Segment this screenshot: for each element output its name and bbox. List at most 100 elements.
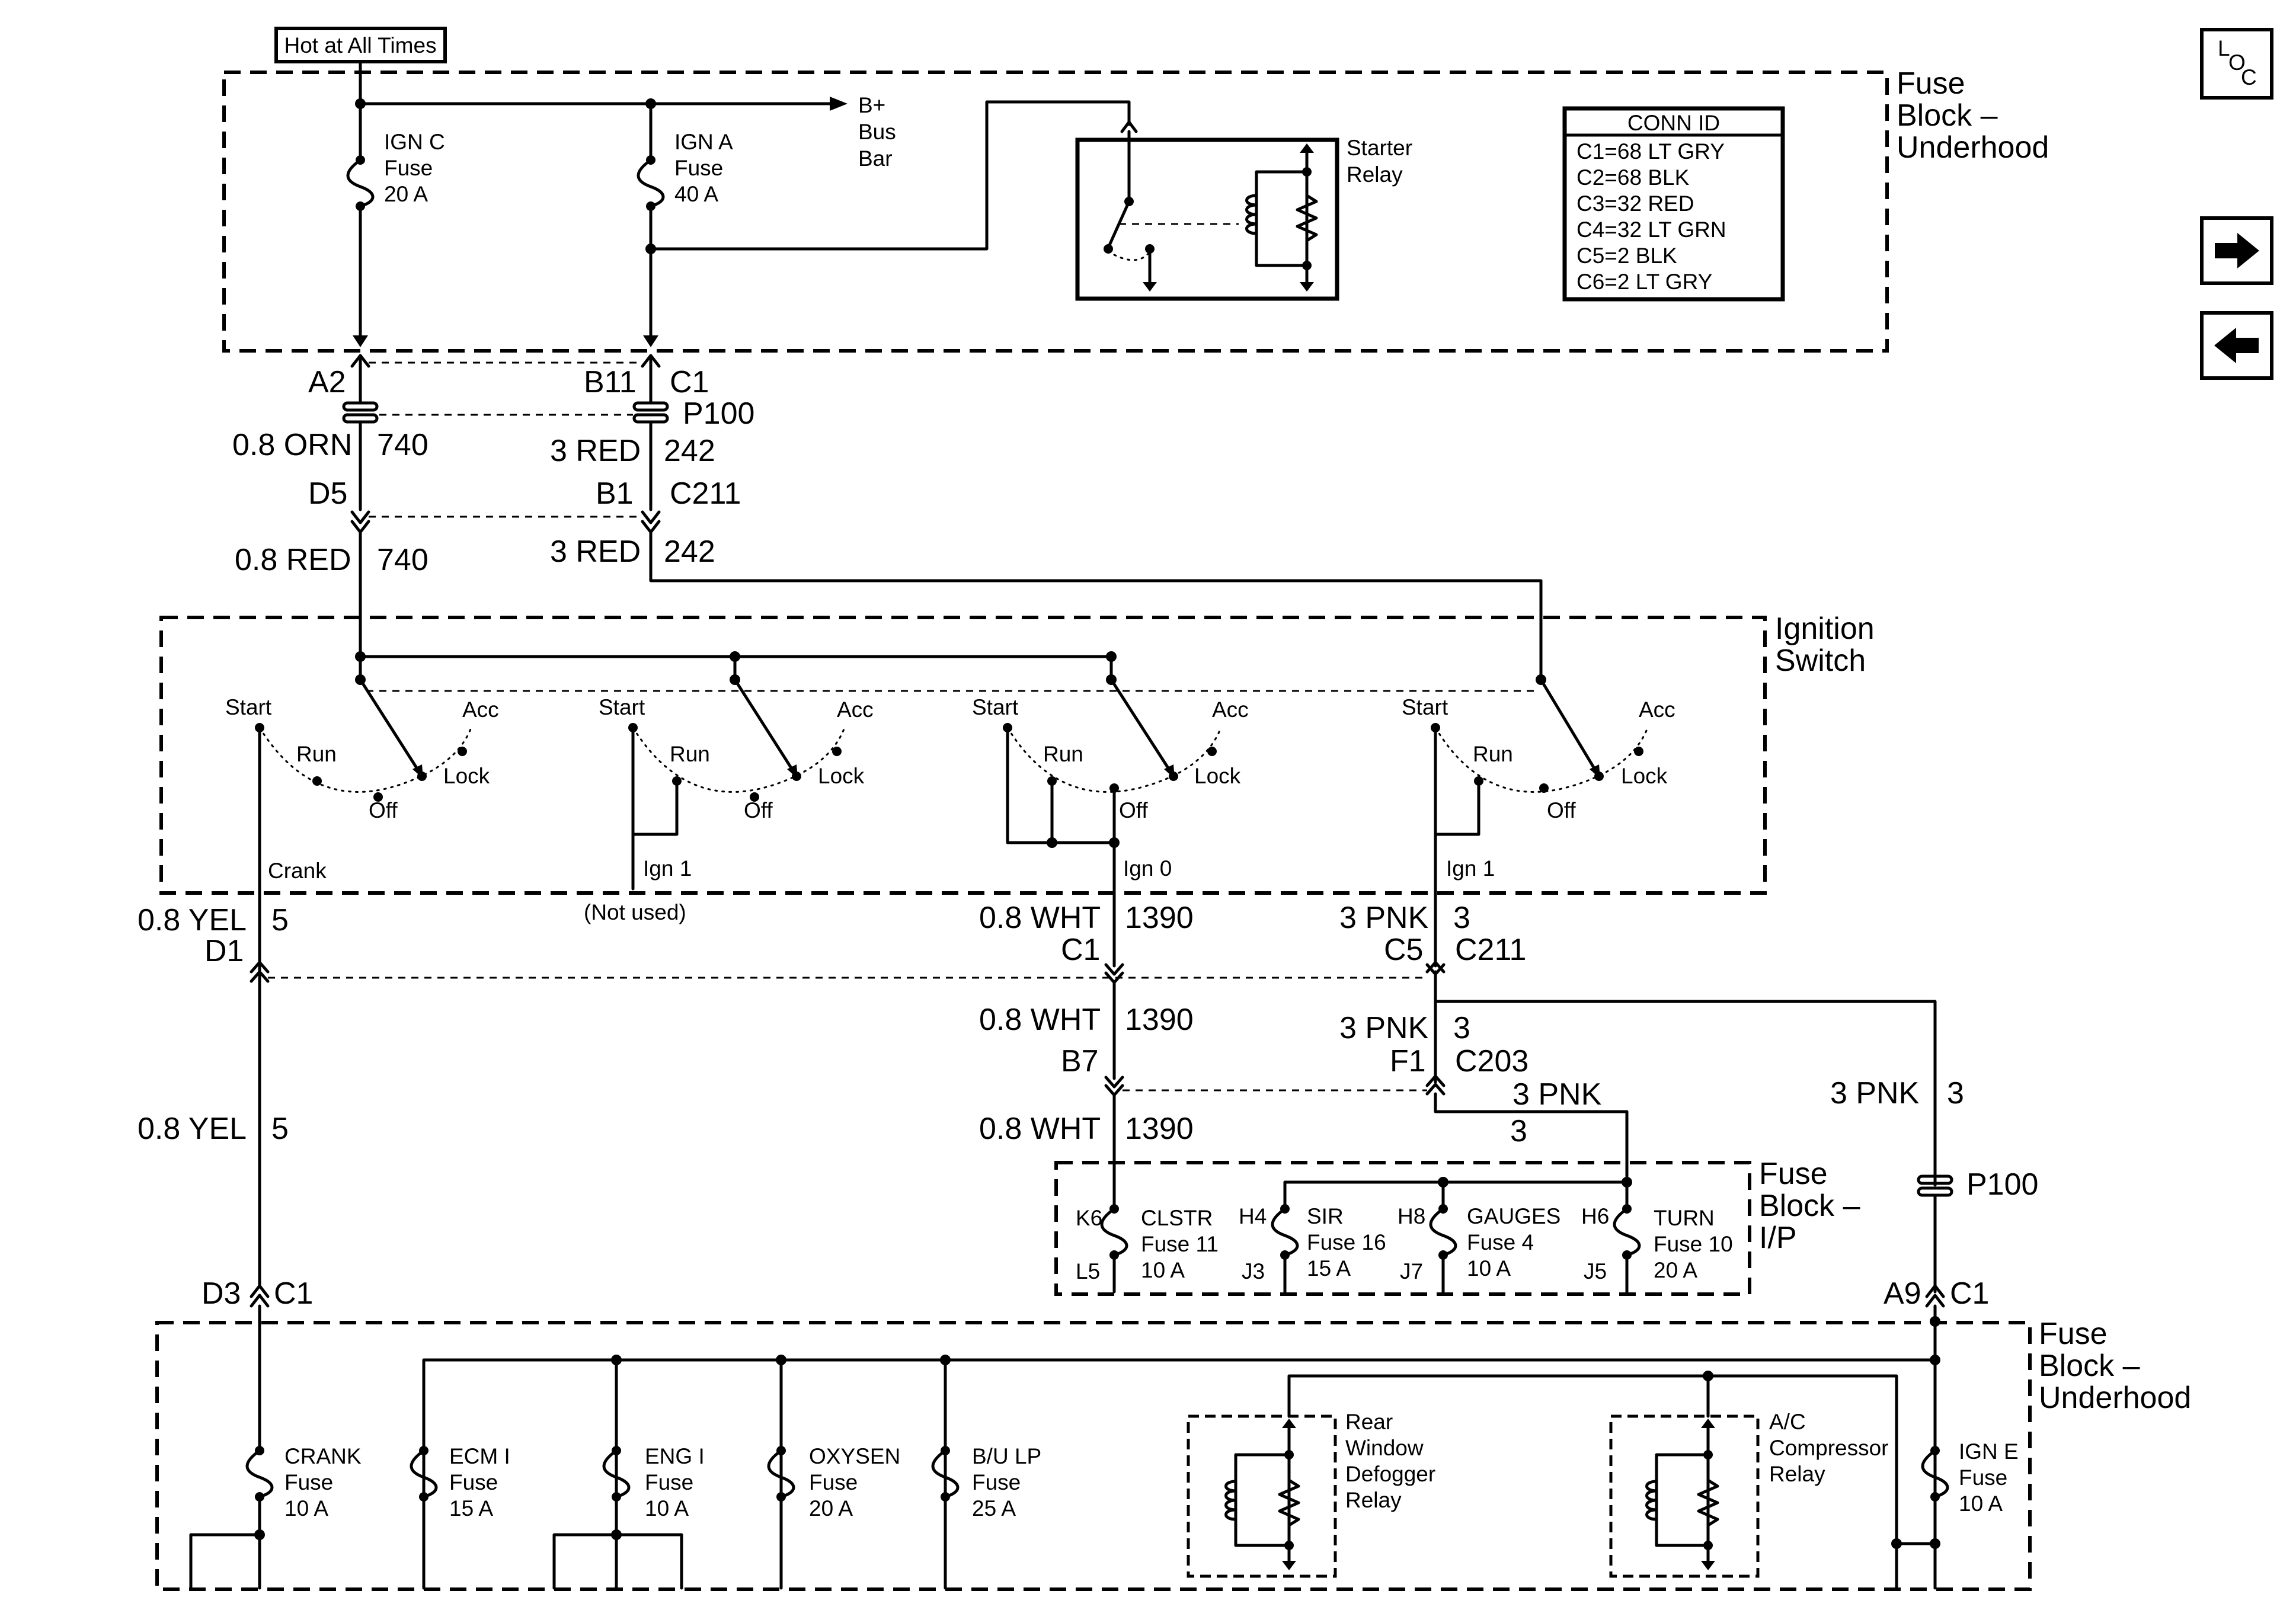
- connector-a2-b11: A2 B11 C1: [308, 354, 709, 405]
- svg-text:Fuse 4: Fuse 4: [1467, 1230, 1534, 1254]
- svg-text:15 A: 15 A: [449, 1496, 493, 1521]
- svg-text:Ign 1: Ign 1: [1446, 856, 1495, 881]
- conn-id-row: C5=2 BLK: [1576, 244, 1677, 268]
- conn-id-row: C6=2 LT GRY: [1576, 270, 1712, 294]
- svg-text:Acc: Acc: [837, 697, 874, 722]
- ecm-i-fuse: ECM I Fuse 15 A: [410, 1444, 510, 1521]
- svg-text:3: 3: [1453, 901, 1470, 935]
- svg-text:15 A: 15 A: [1307, 1256, 1351, 1281]
- svg-text:Relay: Relay: [1347, 162, 1403, 187]
- loc-button[interactable]: L O C: [2200, 28, 2273, 100]
- turn-fuse: H6 J5 TURN Fuse 10 20 A: [1581, 1180, 1733, 1294]
- svg-text:Bar: Bar: [858, 146, 893, 171]
- svg-text:Ignition: Ignition: [1775, 612, 1875, 646]
- svg-text:0.8 ORN: 0.8 ORN: [232, 428, 352, 462]
- conn-id-row: C1=68 LT GRY: [1576, 139, 1725, 164]
- svg-text:10 A: 10 A: [1141, 1258, 1185, 1282]
- svg-text:Switch: Switch: [1775, 644, 1866, 678]
- svg-text:Run: Run: [1473, 742, 1513, 766]
- ign-e-fuse: IGN E Fuse 10 A: [1921, 1439, 2019, 1516]
- svg-text:Starter: Starter: [1347, 136, 1412, 160]
- svg-text:Acc: Acc: [1639, 697, 1675, 722]
- svg-text:O: O: [2228, 50, 2246, 75]
- svg-text:Block –: Block –: [1759, 1189, 1860, 1223]
- svg-text:Block –: Block –: [2039, 1349, 2140, 1383]
- svg-text:J3: J3: [1242, 1259, 1265, 1283]
- fuse-block-ip: Fuse Block – I/P K6 L5 CLSTR Fuse 11 10 …: [1054, 1157, 1860, 1296]
- svg-text:H4: H4: [1239, 1204, 1267, 1228]
- svg-text:Off: Off: [1547, 798, 1576, 822]
- conn-id-row: C3=32 RED: [1576, 191, 1694, 216]
- svg-text:5: 5: [271, 903, 289, 937]
- ac-compressor-relay: A/C Compressor Relay: [1609, 1374, 1889, 1578]
- svg-text:ECM I: ECM I: [449, 1444, 510, 1468]
- svg-text:IGN A: IGN A: [674, 130, 733, 154]
- svg-text:B1: B1: [596, 476, 634, 511]
- svg-text:Window: Window: [1345, 1436, 1424, 1460]
- conn-id-row: C4=32 LT GRN: [1576, 217, 1726, 242]
- splice-p100-top: P100: [342, 396, 754, 431]
- svg-text:TURN: TURN: [1654, 1206, 1715, 1230]
- svg-text:D3: D3: [202, 1276, 241, 1311]
- svg-text:242: 242: [664, 434, 715, 468]
- svg-text:D1: D1: [204, 934, 244, 968]
- svg-text:20 A: 20 A: [809, 1496, 853, 1521]
- ign-c-fuse: IGN C Fuse 20 A: [384, 130, 445, 206]
- connector-d5-b1: [350, 510, 661, 534]
- svg-text:Ign 1: Ign 1: [643, 856, 692, 881]
- block-label-line1: Fuse: [1897, 66, 1965, 101]
- svg-text:40 A: 40 A: [674, 182, 718, 206]
- svg-text:10 A: 10 A: [1959, 1491, 2003, 1516]
- switch-section-2: Start Run Off Lock Acc Ign 1: [599, 674, 874, 891]
- svg-text:0.8 WHT: 0.8 WHT: [979, 901, 1101, 935]
- svg-text:A2: A2: [308, 365, 346, 399]
- svg-text:0.8 WHT: 0.8 WHT: [979, 1003, 1101, 1037]
- ignition-switch: Ignition Switch Start Run Off Lock Acc C…: [159, 612, 1875, 980]
- svg-text:Fuse: Fuse: [972, 1470, 1021, 1494]
- svg-text:0.8 YEL: 0.8 YEL: [137, 903, 247, 937]
- svg-text:3: 3: [1453, 1011, 1470, 1045]
- svg-text:3 PNK: 3 PNK: [1512, 1077, 1602, 1112]
- svg-text:10 A: 10 A: [645, 1496, 689, 1521]
- svg-text:Run: Run: [296, 742, 337, 766]
- svg-text:C1: C1: [670, 365, 709, 399]
- svg-text:C211: C211: [1455, 933, 1526, 967]
- svg-text:Defogger: Defogger: [1345, 1462, 1435, 1486]
- next-button[interactable]: [2200, 216, 2273, 285]
- connector-c203: [1104, 1074, 1446, 1097]
- svg-text:B11: B11: [584, 365, 637, 399]
- svg-text:20 A: 20 A: [1654, 1258, 1697, 1282]
- arrow-right-icon: [2215, 233, 2259, 268]
- svg-text:Relay: Relay: [1769, 1462, 1825, 1486]
- svg-text:Off: Off: [744, 798, 773, 822]
- svg-text:Fuse: Fuse: [449, 1470, 498, 1494]
- loc-icon: L: [2218, 36, 2230, 60]
- hot-at-all-times-label: Hot at All Times: [284, 33, 436, 57]
- svg-text:A/C: A/C: [1769, 1410, 1806, 1434]
- svg-text:CLSTR: CLSTR: [1141, 1206, 1213, 1230]
- connector-c1-bottom: [250, 1284, 1945, 1308]
- svg-text:0.8 RED: 0.8 RED: [235, 543, 351, 577]
- svg-text:Lock: Lock: [1194, 764, 1241, 788]
- not-used-label: (Not used): [584, 900, 686, 924]
- svg-text:242: 242: [664, 534, 715, 569]
- svg-text:Fuse: Fuse: [1759, 1157, 1828, 1191]
- svg-text:10 A: 10 A: [1467, 1256, 1511, 1281]
- svg-text:D5: D5: [308, 476, 347, 511]
- sir-fuse: H4 J3 SIR Fuse 16 15 A: [1239, 1180, 1386, 1294]
- svg-text:J7: J7: [1400, 1259, 1423, 1283]
- svg-text:Underhood: Underhood: [2039, 1381, 2191, 1415]
- prev-button[interactable]: [2200, 311, 2273, 380]
- svg-text:Crank: Crank: [268, 859, 327, 883]
- splice-p100-right: P100: [1917, 1167, 2038, 1202]
- svg-text:Off: Off: [1119, 798, 1148, 822]
- svg-text:1390: 1390: [1125, 1112, 1194, 1146]
- svg-text:I/P: I/P: [1759, 1221, 1797, 1255]
- ign-a-fuse: IGN A Fuse 40 A: [674, 130, 733, 206]
- svg-text:K6: K6: [1076, 1206, 1102, 1230]
- svg-text:Acc: Acc: [1212, 697, 1249, 722]
- svg-text:Off: Off: [369, 798, 398, 822]
- svg-text:Start: Start: [972, 695, 1019, 719]
- conn-id-table: CONN ID C1=68 LT GRY C2=68 BLK C3=32 RED…: [1562, 106, 1785, 302]
- svg-text:L5: L5: [1076, 1259, 1100, 1283]
